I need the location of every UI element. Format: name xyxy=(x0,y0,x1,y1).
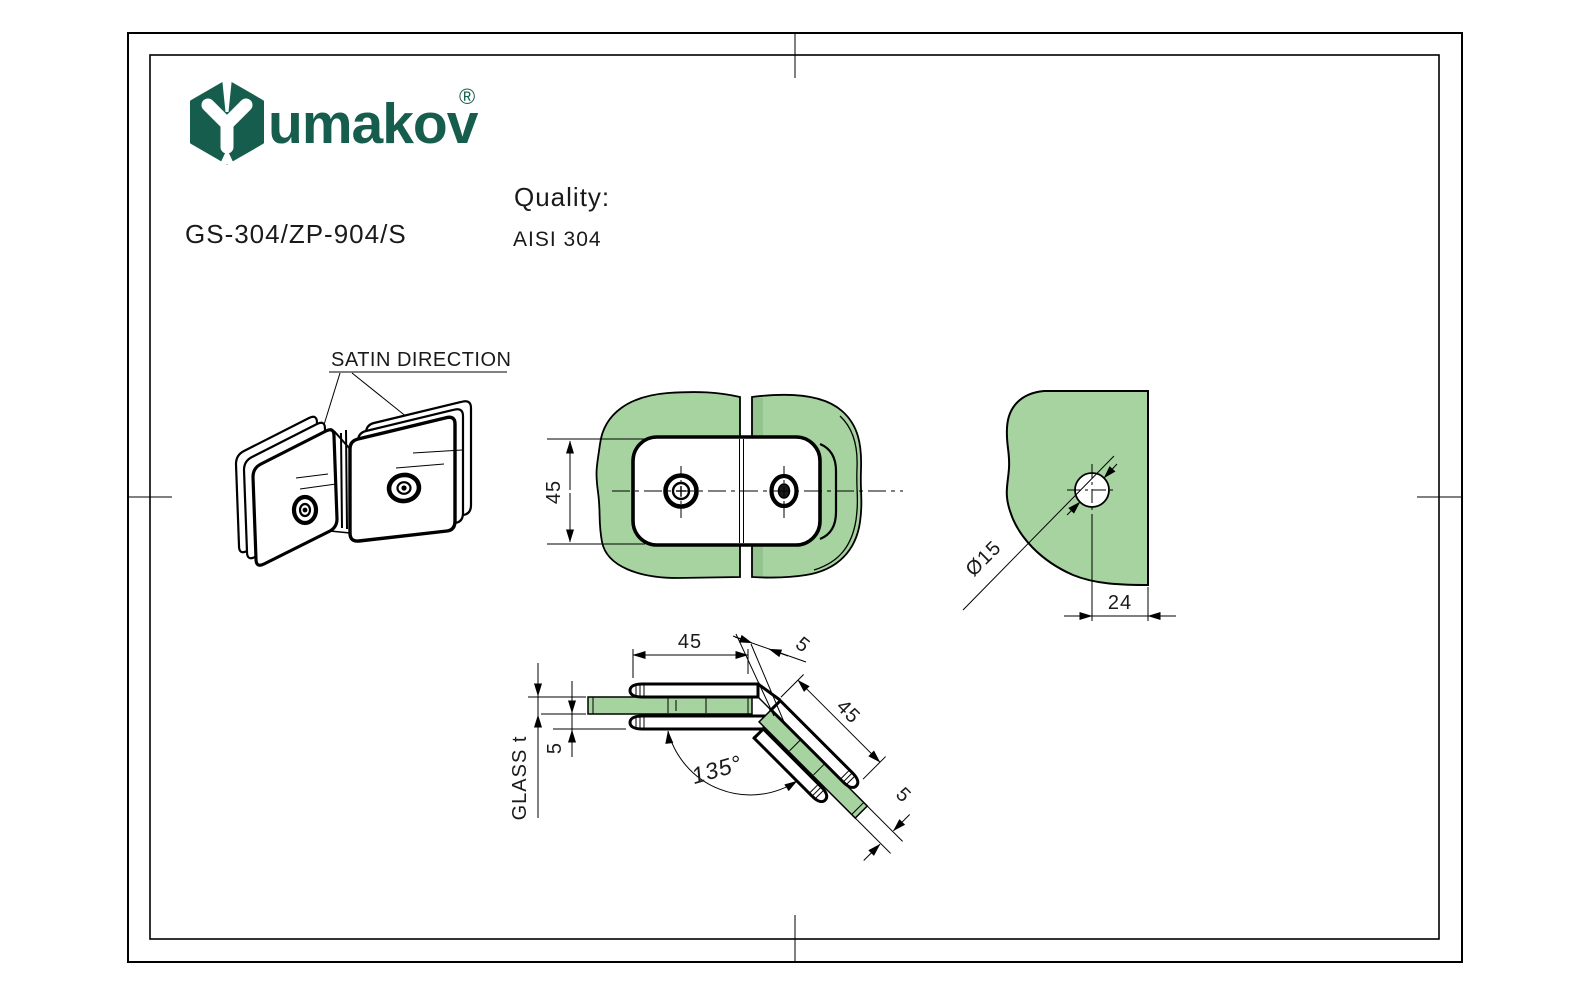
section-glass-horizontal xyxy=(587,696,753,715)
logo-y-shape xyxy=(201,98,253,154)
dimension-plate-thickness: 5 xyxy=(544,681,576,757)
brand-name: umakov xyxy=(268,92,479,156)
glass-edge-thickness-value: 5 xyxy=(891,783,915,807)
iso-left-plate-stack xyxy=(234,415,339,567)
elbow-offset-value: 5 xyxy=(791,633,814,658)
iso-right-plate-stack xyxy=(348,400,473,543)
section-top-plate xyxy=(628,682,760,699)
quality-label: Quality: xyxy=(514,182,610,212)
knurl-ticks xyxy=(809,770,855,799)
section-bottom-plate xyxy=(628,714,766,731)
satin-mark xyxy=(295,473,329,479)
hole-diameter-value: Ø15 xyxy=(962,537,1006,581)
iso-hinge xyxy=(329,429,351,534)
dimension-glass-thickness: GLASS t xyxy=(509,663,626,820)
quality-value: AISI 304 xyxy=(513,228,602,251)
satin-direction-label: SATIN DIRECTION xyxy=(331,349,511,371)
glass-division xyxy=(813,763,825,776)
isometric-view: SATIN DIRECTION xyxy=(234,349,511,567)
hole-offset-value: 24 xyxy=(1108,592,1132,614)
satin-mark xyxy=(395,463,445,469)
header: umakov ® GS-304/ZP-904/S Quality: AISI 3… xyxy=(185,78,610,251)
logo-top-notch xyxy=(222,78,232,112)
plate-thickness-value: 5 xyxy=(544,742,566,754)
front-back-glass-outline xyxy=(813,415,859,571)
clamp-width-value: 45 xyxy=(678,631,702,653)
registered-trademark: ® xyxy=(459,84,475,109)
front-height-value: 45 xyxy=(543,480,565,504)
satin-mark xyxy=(412,449,463,454)
dimension-front-height: 45 xyxy=(543,438,645,545)
knurl-ticks xyxy=(635,685,645,728)
umakov-logo: umakov ® xyxy=(190,78,480,165)
product-code: GS-304/ZP-904/S xyxy=(185,219,407,249)
section-view: 45 5 45 GLASS t xyxy=(509,631,915,861)
angle-value: 135° xyxy=(688,750,745,789)
angled-bottom-plate xyxy=(752,726,829,804)
side-view: Ø15 24 xyxy=(962,390,1176,621)
logo-bottom-notch xyxy=(220,149,234,164)
iso-left-plate-face xyxy=(251,428,339,567)
sheet-border xyxy=(127,32,1463,963)
glass-end-edge xyxy=(851,802,865,815)
dimension-hole-offset: 24 xyxy=(1064,516,1176,621)
satin-mark xyxy=(299,483,337,490)
front-view: 45 xyxy=(543,391,903,579)
glass-thickness-label: GLASS t xyxy=(509,736,531,821)
angled-clamp-width-value: 45 xyxy=(832,696,865,729)
dimension-clamp-width: 45 xyxy=(632,631,749,678)
